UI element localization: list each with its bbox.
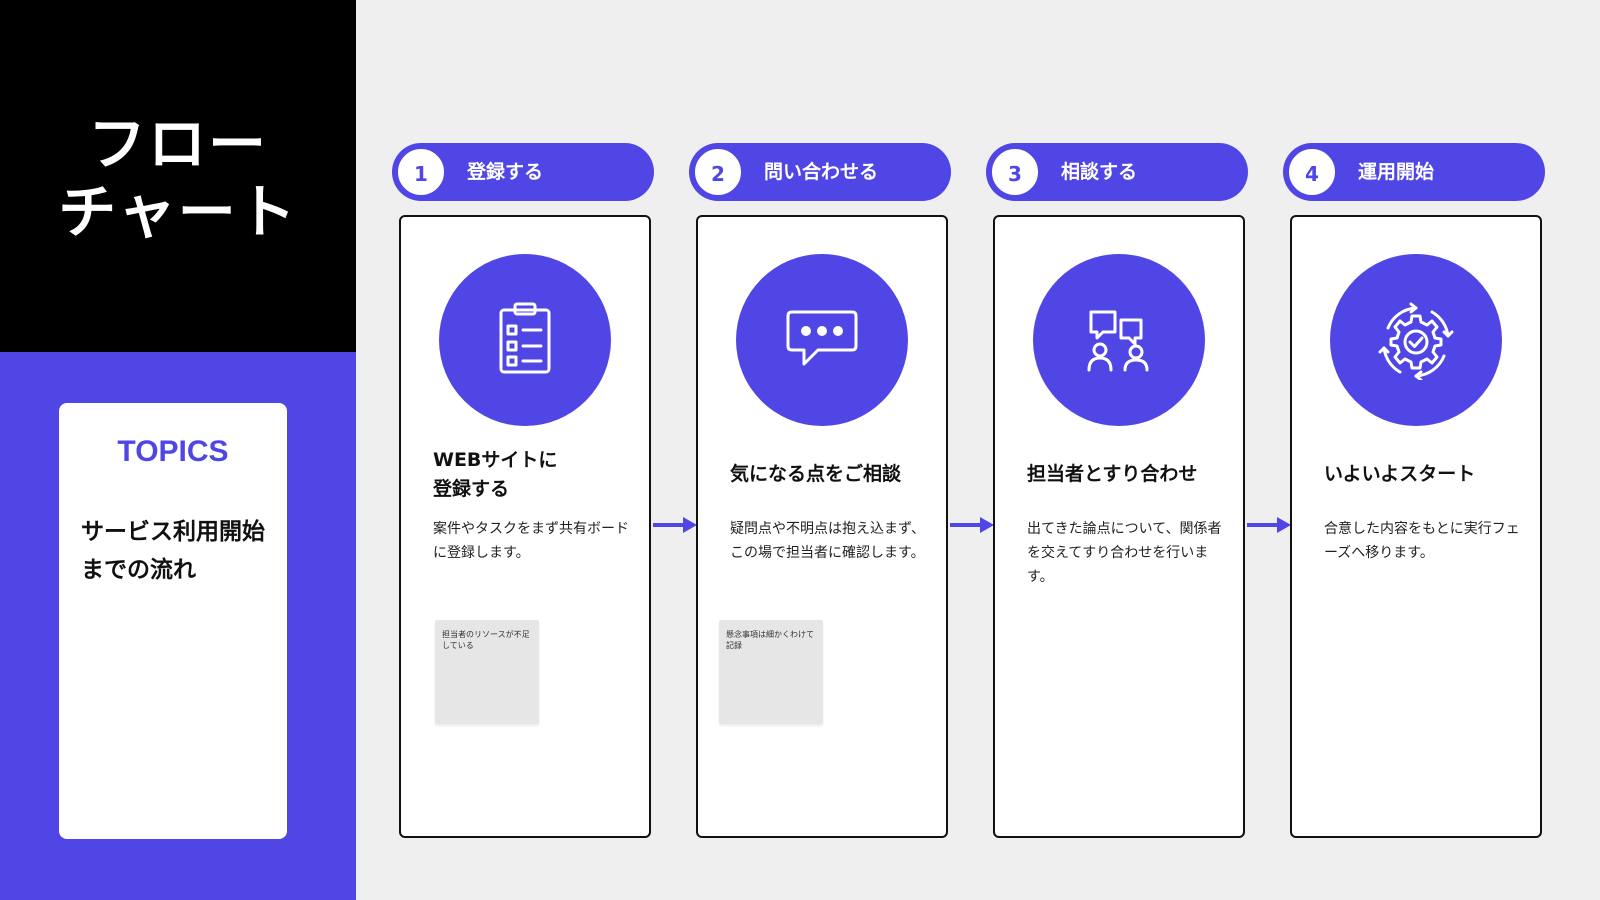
step-1-number: 1 bbox=[396, 147, 446, 197]
step-4-label: 運用開始 bbox=[1358, 161, 1435, 183]
title-panel: フロー チャート bbox=[0, 0, 356, 352]
step-1-pill: 1 登録する bbox=[392, 143, 654, 201]
topics-text: サービス利用開始までの流れ bbox=[81, 519, 265, 583]
step-3-number: 3 bbox=[990, 147, 1040, 197]
step-3-card: 担当者とすり合わせ 出てきた論点について、関係者を交えてすり合わせを行います。 bbox=[993, 215, 1245, 838]
step-2-description: 疑問点や不明点は抱え込まず、この場で担当者に確認します。 bbox=[730, 521, 926, 561]
step-1-label: 登録する bbox=[467, 161, 544, 183]
step-2-sticky-note[interactable]: 懸念事項は細かくわけて記録 bbox=[719, 620, 823, 724]
step-1-note-text: 担当者のリソースが不足している bbox=[442, 630, 530, 650]
step-4-number: 4 bbox=[1287, 147, 1337, 197]
step-1-heading: WEBサイトに登録する bbox=[433, 449, 558, 500]
arrow-right-icon bbox=[653, 517, 697, 533]
step-4-pill: 4 運用開始 bbox=[1283, 143, 1545, 201]
step-3-heading: 担当者とすり合わせ bbox=[1027, 463, 1198, 485]
step-2-number: 2 bbox=[693, 147, 743, 197]
gear-check-icon bbox=[1378, 302, 1454, 380]
step-3-description: 出てきた論点について、関係者を交えてすり合わせを行います。 bbox=[1027, 521, 1222, 585]
clipboard-checklist-icon bbox=[499, 302, 551, 374]
step-2-pill: 2 問い合わせる bbox=[689, 143, 951, 201]
arrow-right-icon bbox=[950, 517, 994, 533]
step-2-card: 気になる点をご相談 疑問点や不明点は抱え込まず、この場で担当者に確認します。 懸… bbox=[696, 215, 948, 838]
page-title-line1: フロー bbox=[87, 110, 268, 178]
step-4-heading: いよいよスタート bbox=[1324, 463, 1476, 485]
page-title: フロー チャート bbox=[0, 110, 356, 246]
step-3-label: 相談する bbox=[1061, 161, 1138, 183]
step-4-icon-circle bbox=[1330, 254, 1502, 426]
step-4-description: 合意した内容をもとに実行フェーズへ移ります。 bbox=[1324, 521, 1520, 561]
step-2-heading: 気になる点をご相談 bbox=[730, 463, 902, 485]
step-2-icon-circle bbox=[736, 254, 908, 426]
step-1-sticky-note[interactable]: 担当者のリソースが不足している bbox=[435, 620, 539, 724]
step-1-description: 案件やタスクをまず共有ボードに登録します。 bbox=[433, 521, 629, 561]
step-2-note-text: 懸念事項は細かくわけて記録 bbox=[726, 630, 814, 650]
topics-heading: TOPICS bbox=[117, 435, 229, 468]
step-3-pill: 3 相談する bbox=[986, 143, 1248, 201]
step-4-card: いよいよスタート 合意した内容をもとに実行フェーズへ移ります。 bbox=[1290, 215, 1542, 838]
people-discussion-icon bbox=[1087, 310, 1149, 372]
arrow-right-icon bbox=[1247, 517, 1291, 533]
speech-bubble-icon bbox=[786, 310, 858, 366]
step-3-icon-circle bbox=[1033, 254, 1205, 426]
step-2-label: 問い合わせる bbox=[764, 161, 879, 183]
page-title-line2: チャート bbox=[58, 178, 298, 246]
topics-card: TOPICS サービス利用開始までの流れ bbox=[59, 403, 287, 839]
step-1-card: WEBサイトに登録する 案件やタスクをまず共有ボードに登録します。 担当者のリソ… bbox=[399, 215, 651, 838]
step-1-icon-circle bbox=[439, 254, 611, 426]
